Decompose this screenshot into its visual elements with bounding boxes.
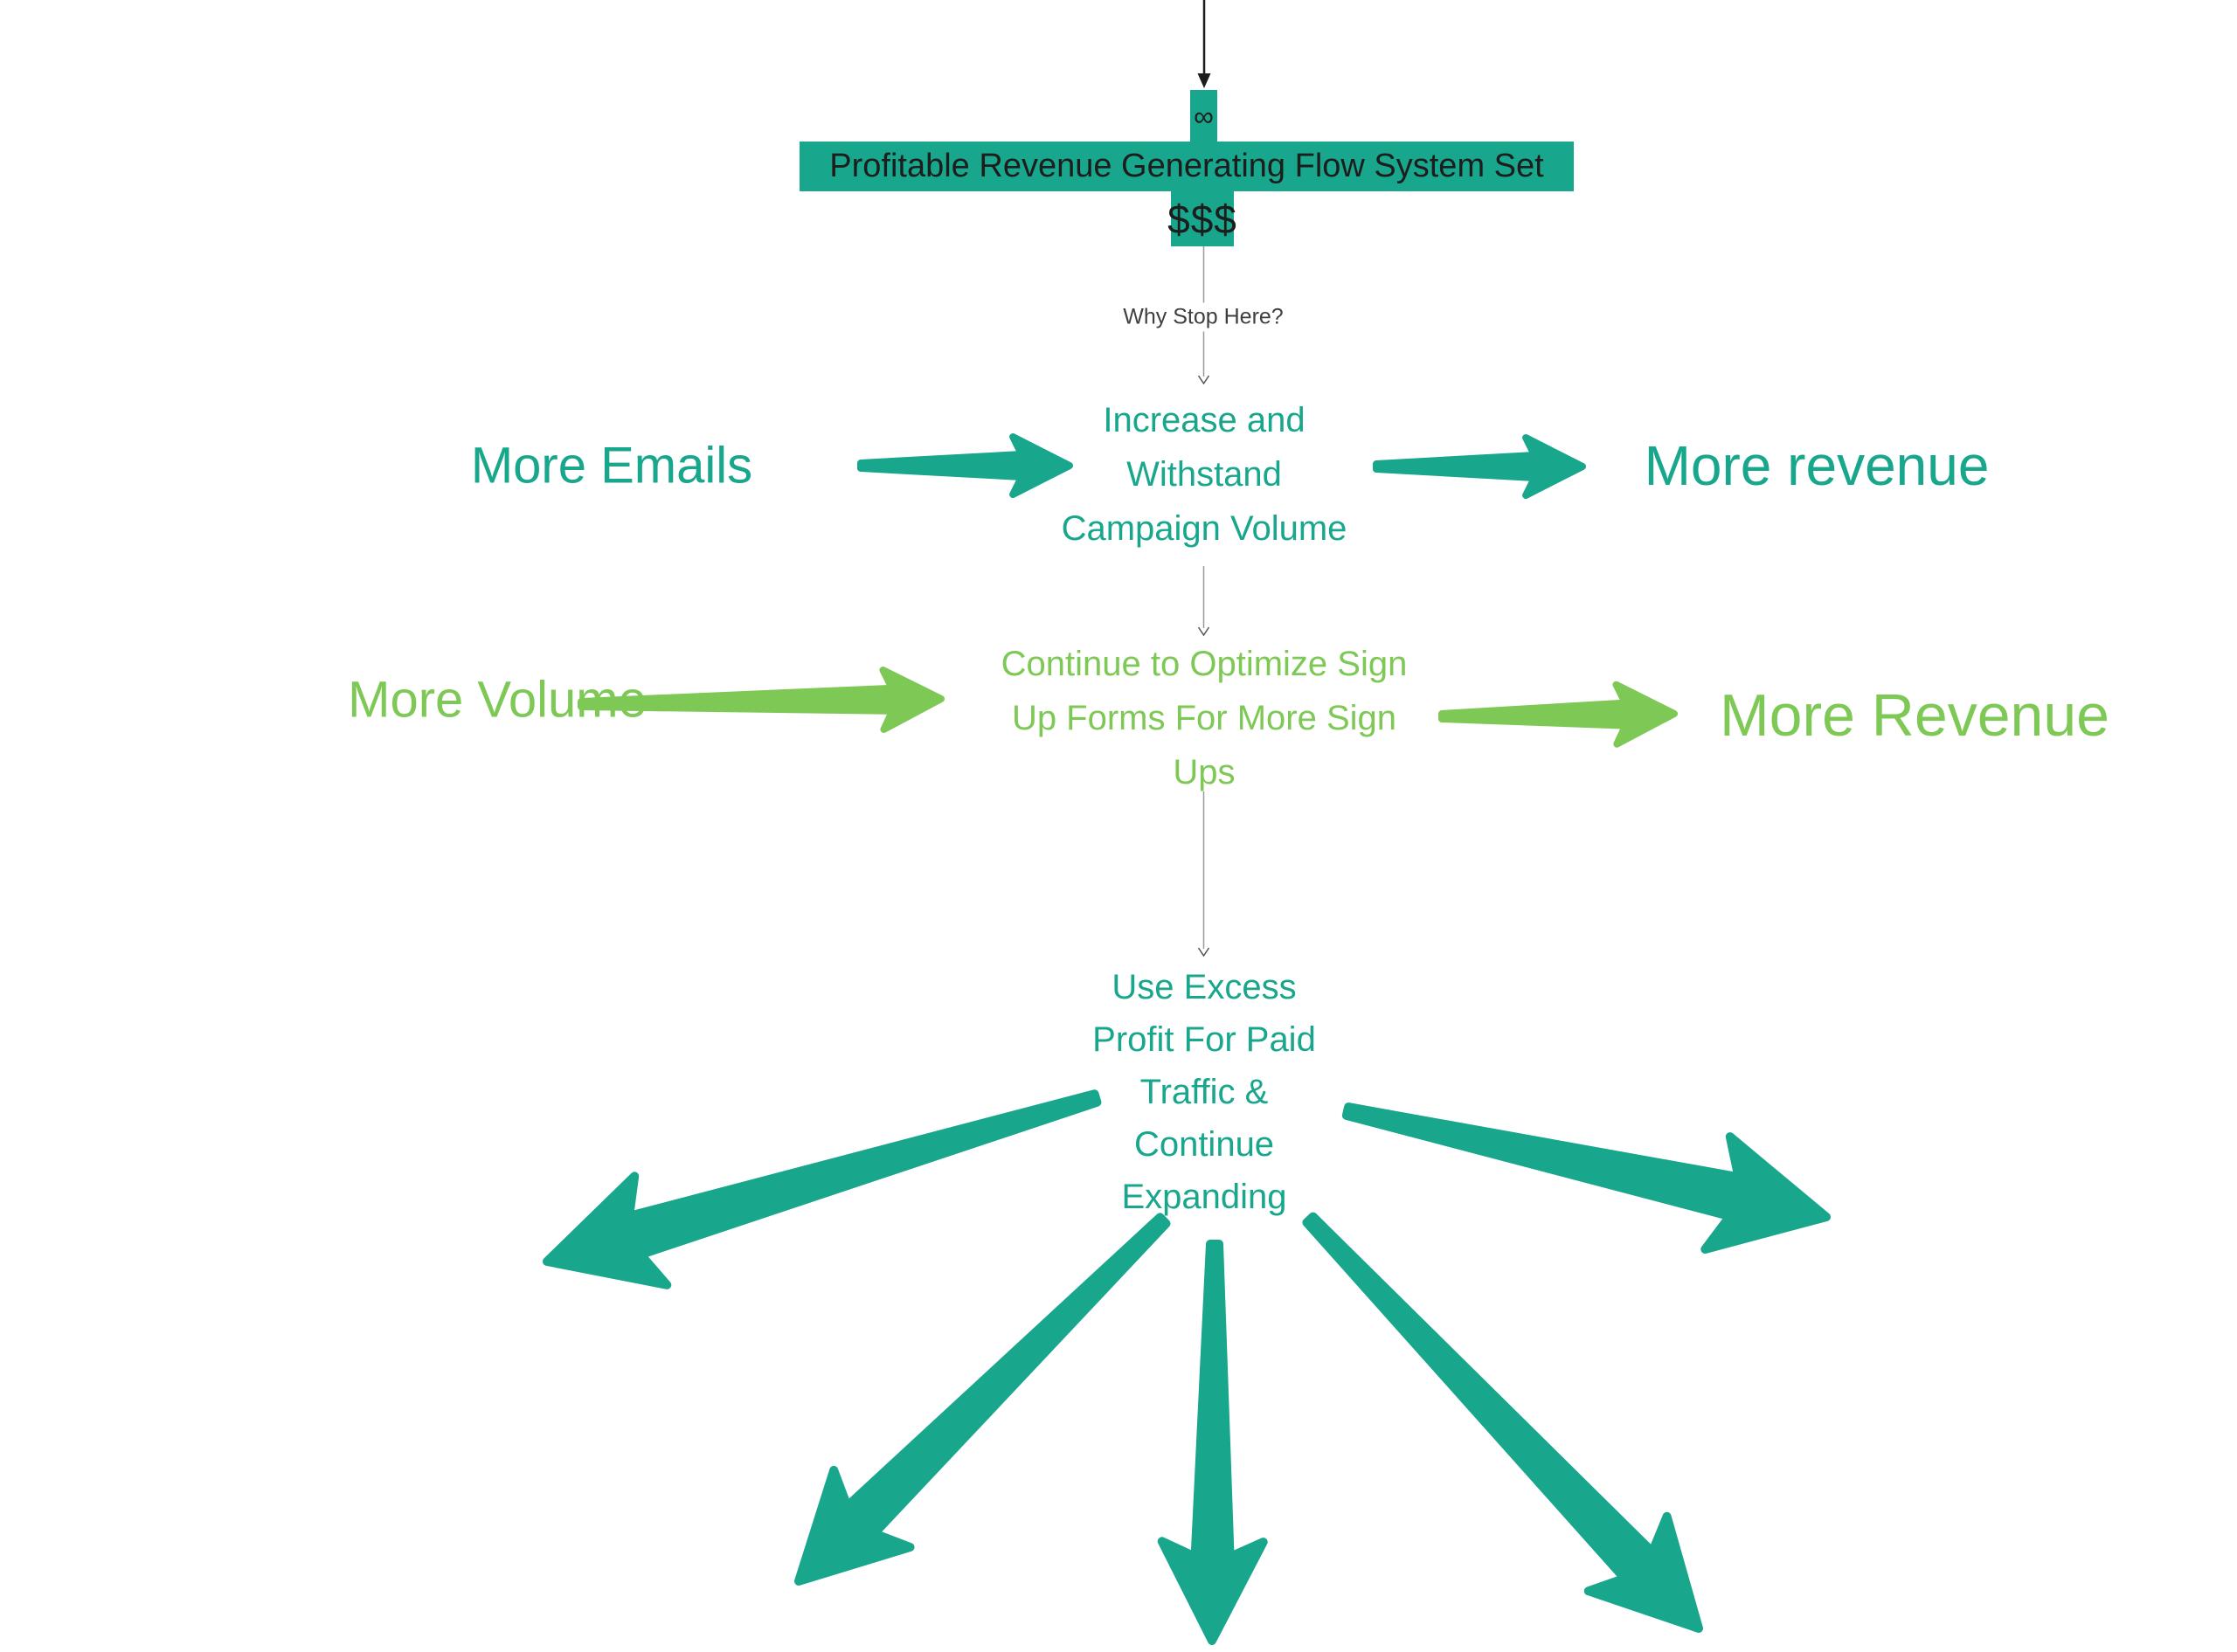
row1-left-arrow bbox=[857, 433, 1073, 498]
expand-arrow-down-left bbox=[794, 1213, 1171, 1586]
title-highlight-box: Profitable Revenue Generating Flow Syste… bbox=[800, 142, 1574, 191]
expand-arrow-left bbox=[543, 1089, 1102, 1289]
row1-right-arrow bbox=[1373, 434, 1586, 499]
node-line: Expanding bbox=[1121, 1178, 1287, 1216]
expand-arrow-down-right bbox=[1302, 1212, 1703, 1633]
node-line: Up Forms For More Sign bbox=[1011, 699, 1397, 737]
label-more-revenue-row1: More revenue bbox=[1644, 434, 1990, 497]
node-line: Continue bbox=[1133, 1125, 1275, 1164]
expand-arrow-down bbox=[1157, 1240, 1268, 1645]
connector-dollars-to-why-arrowhead-icon bbox=[1197, 375, 1210, 385]
node-line: Continue to Optimize Sign bbox=[1001, 645, 1408, 683]
page-title: Profitable Revenue Generating Flow Syste… bbox=[829, 148, 1544, 184]
node-line: Use Excess bbox=[1112, 968, 1297, 1006]
infinity-highlight-box: ∞ bbox=[1190, 90, 1217, 142]
node-line: Profit For Paid bbox=[1092, 1020, 1316, 1059]
dollars-label: $$$ bbox=[1167, 196, 1237, 242]
node-line: Ups bbox=[1173, 753, 1236, 791]
row2-left-arrow bbox=[578, 667, 945, 733]
label-more-revenue-row2: More Revenue bbox=[1719, 682, 2110, 749]
row2-right-arrow bbox=[1438, 681, 1678, 748]
node-line: Traffic & bbox=[1139, 1073, 1269, 1111]
connector-node1-to-node2-arrowhead-icon bbox=[1197, 626, 1210, 637]
label-more-emails: More Emails bbox=[470, 437, 753, 494]
node-line: Withstand bbox=[1126, 455, 1282, 494]
node-line: Increase and bbox=[1103, 401, 1305, 439]
node-optimize-signup-forms: Continue to Optimize Sign Up Forms For M… bbox=[1001, 637, 1408, 799]
expand-arrow-right bbox=[1341, 1102, 1831, 1254]
label-more-volume: More Volume bbox=[348, 671, 647, 729]
infinity-icon: ∞ bbox=[1194, 100, 1214, 132]
node-line: Campaign Volume bbox=[1061, 509, 1347, 548]
connector-node2-to-node3-arrowhead-icon bbox=[1197, 947, 1210, 957]
node-increase-withstand-volume: Increase and Withstand Campaign Volume bbox=[1062, 393, 1347, 556]
node-excess-profit-expanding: Use Excess Profit For Paid Traffic & Con… bbox=[1092, 961, 1316, 1223]
dollars-highlight-box: $$$ bbox=[1167, 191, 1236, 246]
why-stop-here-label: Why Stop Here? bbox=[1114, 302, 1292, 332]
top-entry-arrowhead-icon bbox=[1197, 73, 1211, 88]
